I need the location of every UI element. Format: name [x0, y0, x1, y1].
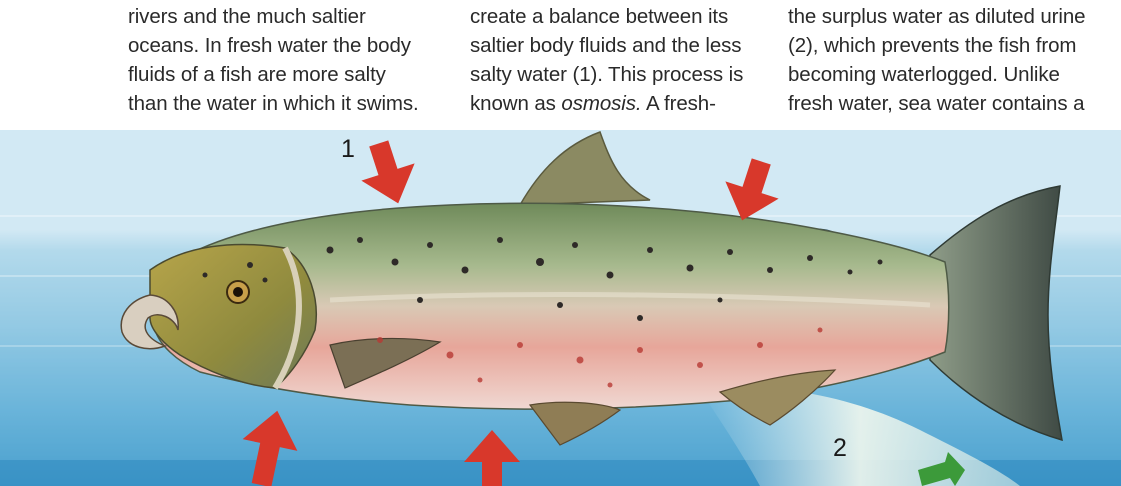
text-line: fluids of a fish are more salty	[128, 60, 419, 89]
text-line: fresh water, sea water contains a	[788, 89, 1085, 118]
text-column-2: create a balance between its saltier bod…	[470, 2, 743, 118]
outflow-arrow	[918, 452, 965, 486]
text-line: saltier body fluids and the less	[470, 31, 743, 60]
text-segment: known as	[470, 92, 561, 115]
text-line: the surplus water as diluted urine	[788, 2, 1085, 31]
text-line: salty water (1). This process is	[470, 60, 743, 89]
callout-label-2: 2	[833, 434, 847, 463]
callout-label-1: 1	[341, 135, 355, 164]
text-column-3: the surplus water as diluted urine (2), …	[788, 2, 1085, 118]
text-line: becoming waterlogged. Unlike	[788, 60, 1085, 89]
text-line: oceans. In fresh water the body	[128, 31, 419, 60]
text-line: rivers and the much saltier	[128, 2, 419, 31]
text-line: (2), which prevents the fish from	[788, 31, 1085, 60]
term-osmosis: osmosis.	[561, 92, 641, 115]
text-column-1: rivers and the much saltier oceans. In f…	[128, 2, 419, 118]
inflow-arrow	[352, 135, 425, 212]
inflow-arrow	[464, 430, 520, 486]
text-line: than the water in which it swims.	[128, 89, 419, 118]
inflow-arrow	[234, 405, 305, 486]
text-line: known as osmosis. A fresh-	[470, 89, 743, 118]
text-line: create a balance between its	[470, 2, 743, 31]
inflow-arrow	[715, 153, 787, 229]
text-segment: A fresh-	[642, 92, 716, 115]
